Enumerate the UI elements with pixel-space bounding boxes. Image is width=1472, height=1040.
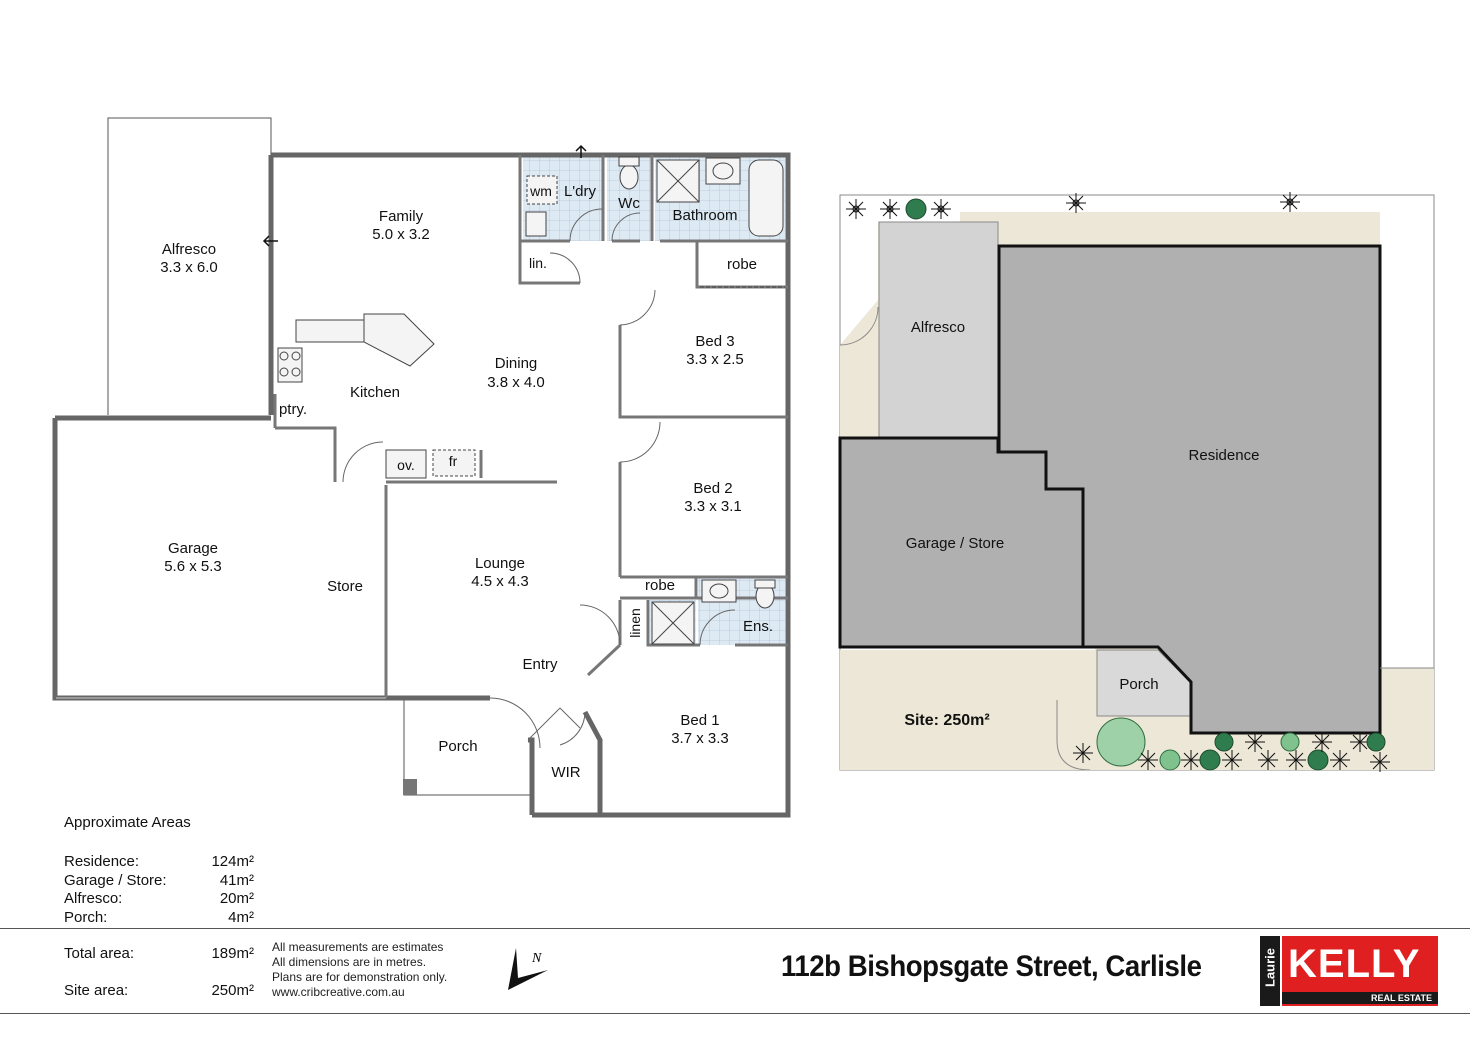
wm-label: wm xyxy=(529,183,552,199)
alfresco-label: Alfresco xyxy=(162,241,216,258)
total-area-row: Total area:189m² xyxy=(64,945,254,962)
oven-label: ov. xyxy=(397,457,415,473)
site-residence-label: Residence xyxy=(1189,447,1260,464)
ensuite-label: Ens. xyxy=(743,618,773,635)
site-shrubs xyxy=(846,192,1390,772)
bed1-size: 3.7 x 3.3 xyxy=(671,730,729,747)
garage-size: 5.6 x 5.3 xyxy=(164,558,222,575)
dining-size: 3.8 x 4.0 xyxy=(487,374,545,391)
area-row: Porch:4m² xyxy=(64,908,254,926)
wir-label: WIR xyxy=(551,764,580,781)
bed2-label: Bed 2 xyxy=(693,480,732,497)
external-walls xyxy=(52,152,791,818)
alfresco-size: 3.3 x 6.0 xyxy=(160,259,218,276)
agency-logo: Laurie KELLY REAL ESTATE xyxy=(1260,936,1438,1006)
area-row: Alfresco:20m² xyxy=(64,890,254,907)
site-garage-label: Garage / Store xyxy=(906,535,1004,552)
fridge-label: fr xyxy=(449,453,458,469)
wc-label: Wc xyxy=(618,195,640,212)
bathroom-label: Bathroom xyxy=(672,207,737,224)
lounge-size: 4.5 x 4.3 xyxy=(471,573,529,590)
north-arrow-icon: N xyxy=(508,948,548,990)
robe-ens-label: robe xyxy=(645,577,675,594)
bed3-size: 3.3 x 2.5 xyxy=(686,351,744,368)
dining-label: Dining xyxy=(495,355,538,372)
robe-top-label: robe xyxy=(727,256,757,273)
approximate-areas: Approximate Areas Residence:124m² Garage… xyxy=(64,814,254,1000)
lounge-label: Lounge xyxy=(475,555,525,572)
wet-areas xyxy=(523,157,785,645)
svg-text:N: N xyxy=(531,951,542,966)
linen-label: linen xyxy=(627,608,643,638)
site-alfresco-label: Alfresco xyxy=(911,319,965,336)
outdoor-areas xyxy=(107,117,532,796)
site-plan: Alfresco Residence Garage / Store Porch … xyxy=(838,192,1435,772)
door-arrows xyxy=(262,144,587,247)
pantry-label: ptry. xyxy=(279,401,307,418)
family-label: Family xyxy=(379,208,424,225)
laundry-label: L'dry xyxy=(564,183,597,200)
property-address: 112b Bishopsgate Street, Carlisle xyxy=(781,950,1202,983)
entry-label: Entry xyxy=(522,656,558,673)
garage-label: Garage xyxy=(168,540,218,557)
site-area-label: Site: 250m² xyxy=(904,712,989,729)
site-area-row: Site area:250m² xyxy=(64,981,254,999)
bed3-label: Bed 3 xyxy=(695,333,734,350)
family-size: 5.0 x 3.2 xyxy=(372,226,430,243)
site-porch-label: Porch xyxy=(1119,676,1158,693)
floor-plan: Alfresco 3.3 x 6.0 Family 5.0 x 3.2 wm L… xyxy=(52,117,1435,818)
bed2-size: 3.3 x 3.1 xyxy=(684,498,742,515)
area-row: Garage / Store:41m² xyxy=(64,871,254,889)
kitchen-label: Kitchen xyxy=(350,384,400,401)
disclaimer: All measurements are estimates All dimen… xyxy=(272,940,448,999)
areas-heading: Approximate Areas xyxy=(64,814,191,831)
bed1-label: Bed 1 xyxy=(680,712,719,729)
area-row: Residence:124m² xyxy=(64,853,254,870)
room-labels: Alfresco 3.3 x 6.0 Family 5.0 x 3.2 wm L… xyxy=(160,183,773,781)
store-label: Store xyxy=(327,578,363,595)
site-residence xyxy=(997,244,1382,735)
divider-top xyxy=(0,928,1470,929)
doors xyxy=(56,208,736,749)
divider-bottom xyxy=(0,1013,1470,1014)
lin-label: lin. xyxy=(529,255,547,271)
fixtures xyxy=(277,156,785,645)
porch-label: Porch xyxy=(438,738,477,755)
